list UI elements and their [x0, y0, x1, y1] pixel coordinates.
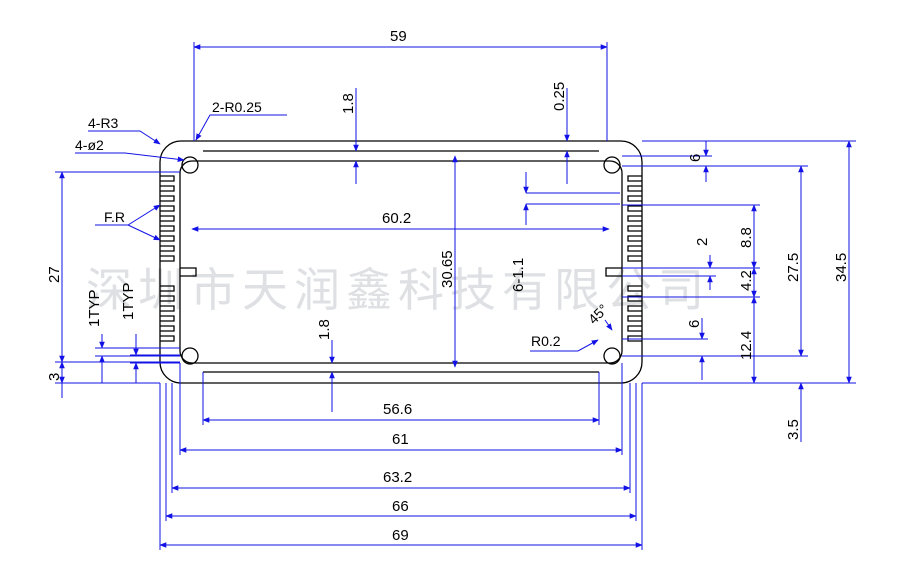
- dim-60-2: 60.2: [382, 210, 411, 227]
- dim-1typ-b: 1TYP: [120, 282, 137, 320]
- dim-34-5: 34.5: [833, 253, 850, 282]
- dim-8-8: 8.8: [738, 227, 755, 248]
- dim-6-1-1: 6-1.1: [510, 258, 527, 292]
- fins-right: [627, 175, 642, 342]
- profile-outline: [159, 140, 643, 384]
- fins-left: [160, 175, 175, 342]
- dim-61: 61: [392, 431, 409, 448]
- dim-6-top: 6: [687, 154, 704, 162]
- outer-shell: [159, 140, 643, 384]
- dim-1typ-a: 1TYP: [86, 289, 103, 327]
- slot-right: [605, 267, 622, 277]
- dim-4-2: 4.2: [738, 270, 755, 291]
- note-labels: 4-R3 4-ø2 2-R0.25 F.R R0.2: [75, 99, 561, 349]
- note-4-r3: 4-R3: [88, 115, 119, 131]
- dim-63-2: 63.2: [383, 469, 412, 486]
- dim-2: 2: [694, 238, 711, 246]
- dim-59: 59: [390, 28, 407, 45]
- dim-1-8-top: 1.8: [340, 93, 357, 114]
- dim-66: 66: [392, 498, 409, 515]
- dim-27-5: 27.5: [785, 253, 802, 282]
- slot-left: [180, 267, 197, 277]
- watermark-text: 深圳市天润鑫科技有限公司: [86, 263, 710, 317]
- dim-3-5: 3.5: [785, 419, 802, 440]
- screw-boss-bl: [181, 347, 199, 365]
- note-r02: R0.2: [531, 333, 561, 349]
- note-4-phi2: 4-ø2: [75, 137, 104, 153]
- screw-boss-br: [603, 347, 621, 365]
- dimension-lines: [55, 42, 856, 550]
- note-2-r025: 2-R0.25: [212, 99, 262, 115]
- dim-0-25: 0.25: [551, 82, 568, 111]
- dim-1-8-bottom: 1.8: [316, 319, 333, 340]
- dim-69: 69: [392, 527, 409, 544]
- dim-3: 3: [46, 373, 63, 381]
- note-fr: F.R: [104, 209, 125, 225]
- inner-cavity: [179, 160, 623, 364]
- dim-12-4: 12.4: [738, 331, 755, 360]
- screw-boss-tr: [603, 156, 621, 174]
- dim-6-low: 6: [686, 320, 703, 328]
- screw-boss-tl: [181, 156, 199, 174]
- dim-56-6: 56.6: [383, 401, 412, 418]
- dim-27: 27: [46, 266, 63, 283]
- dim-30-65: 30.65: [439, 250, 456, 288]
